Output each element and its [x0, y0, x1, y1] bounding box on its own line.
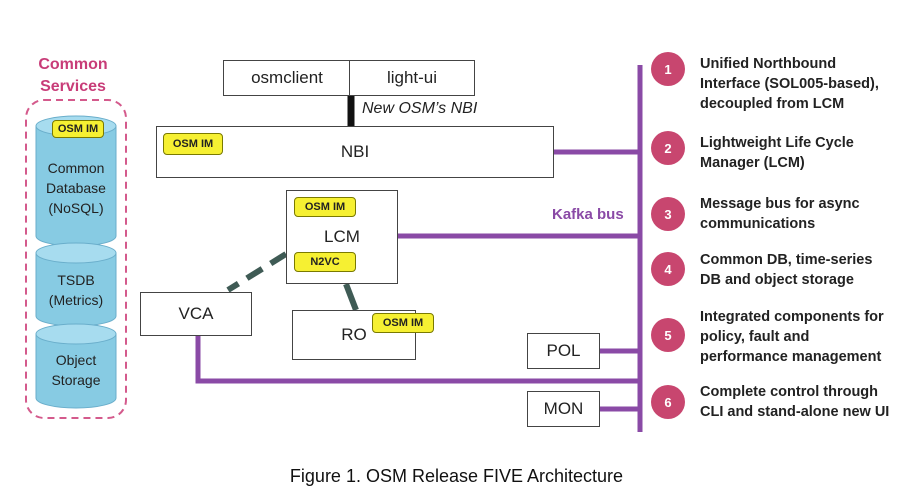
lcm-label: LCM [324, 227, 360, 246]
storage-label: Object Storage [51, 352, 101, 388]
kafka-bus-label: Kafka bus [552, 206, 624, 223]
feature-3-number: 3 [651, 197, 685, 231]
pol-box: POL [527, 333, 600, 369]
ro-label: RO [341, 325, 367, 344]
db-label: Common Database (NoSQL) [46, 160, 106, 216]
feature-5-number: 5 [651, 318, 685, 352]
nbi-note: New OSM’s NBI [362, 100, 478, 117]
n2vc-tag: N2VC [294, 252, 356, 272]
vca-bus-link [195, 336, 640, 384]
light-ui-box: light-ui [349, 60, 475, 96]
feature-6-number: 6 [651, 385, 685, 419]
ro-osm-im-tag: OSM IM [372, 313, 434, 333]
feature-2-number: 2 [651, 131, 685, 165]
nbi-osm-im-tag: OSM IM [163, 133, 223, 155]
figure-caption: Figure 1. OSM Release FIVE Architecture [289, 466, 624, 486]
lcm-osm-im-tag: OSM IM [294, 197, 356, 217]
storage-cylinder [35, 323, 117, 409]
tsdb-label: TSDB (Metrics) [48, 272, 104, 308]
mon-box: MON [527, 391, 600, 427]
lcm-vca-link [226, 251, 288, 293]
osmclient-box: osmclient [223, 60, 351, 96]
common-services-outline [25, 99, 127, 419]
common-services-title: Common Services [38, 56, 108, 95]
feature-1-number: 1 [651, 52, 685, 86]
lcm-ro-link [343, 282, 359, 312]
db-osm-im-tag: OSM IM [52, 120, 104, 138]
feature-4-number: 4 [651, 252, 685, 286]
nbi-label: NBI [340, 142, 370, 161]
vca-box: VCA [140, 292, 252, 336]
